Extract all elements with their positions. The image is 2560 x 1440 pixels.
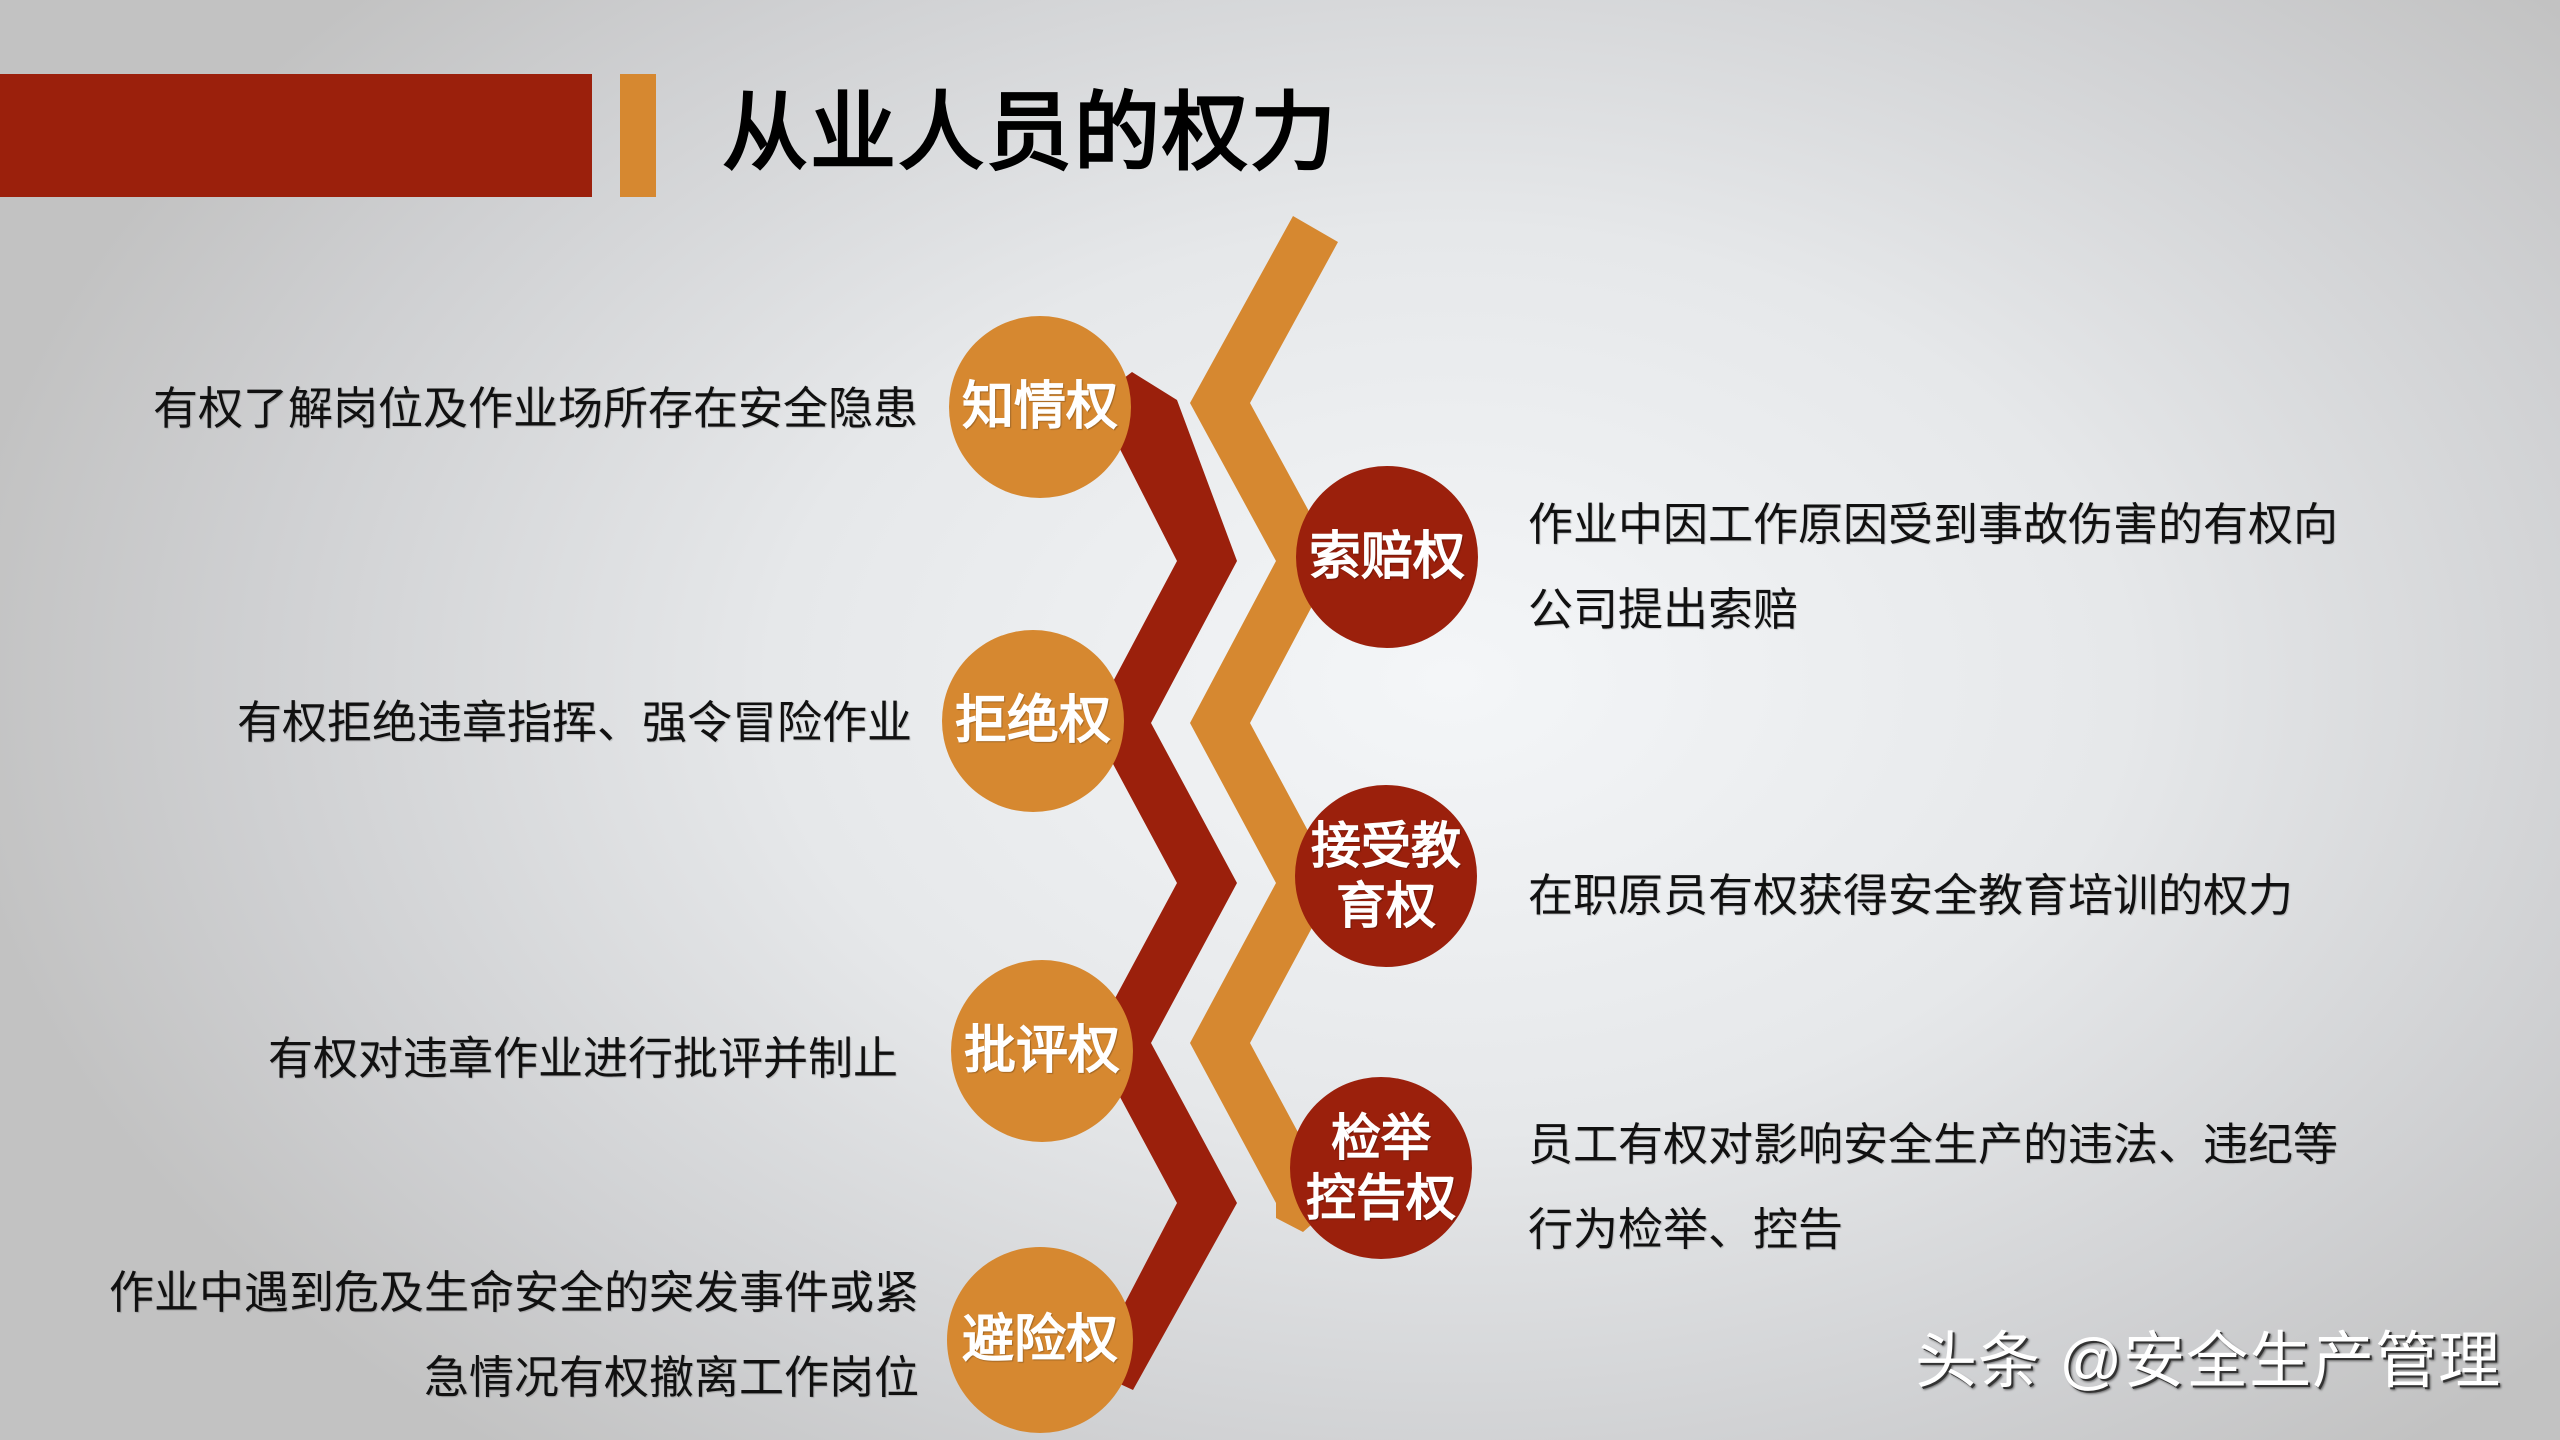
description-bixian: 作业中遇到危及生命安全的突发事件或紧 急情况有权撤离工作岗位 [108, 1267, 919, 1403]
right-label-zhiqing: 知情权 [961, 378, 1118, 436]
right-label-bixian: 避险权 [961, 1311, 1118, 1369]
description-piping: 有权对违章作业进行批评并制止 [267, 1033, 898, 1084]
circle-bixian [947, 1247, 1133, 1433]
circle-suopei [1296, 466, 1478, 648]
circle-zhiqing [949, 316, 1131, 498]
title-accent-bar-orange [620, 74, 656, 197]
description-jianju-konggao: 员工有权对影响安全生产的违法、违纪等 行为检举、控告 [1528, 1119, 2339, 1255]
description-jujue: 有权拒绝违章指挥、强令冒险作业 [236, 697, 912, 748]
red-zigzag-band [1090, 372, 1237, 1390]
orange-zigzag-band [1190, 216, 1338, 1232]
circle-jujue [942, 630, 1124, 812]
right-label-piping: 批评权 [963, 1022, 1120, 1080]
right-label-jieshou-jiaoyu: 接受教 育权 [1311, 818, 1461, 934]
circle-jieshou [1295, 785, 1477, 967]
watermark-text: 头条 @安全生产管理 [1915, 1327, 2502, 1396]
right-label-suopei: 索赔权 [1308, 528, 1465, 586]
description-zhiqing: 有权了解岗位及作业场所存在安全隐患 [152, 383, 918, 434]
page-title: 从业人员的权力 [722, 85, 1338, 181]
circle-piping [951, 960, 1133, 1142]
description-suopei: 作业中因工作原因受到事故伤害的有权向 公司提出索赔 [1528, 499, 2339, 635]
right-label-jianju-konggao: 检举 控告权 [1306, 1110, 1456, 1226]
title-accent-bar-red [0, 74, 592, 197]
circle-jianju [1290, 1077, 1472, 1259]
description-jieshou-jiaoyu: 在职原员有权获得安全教育培训的权力 [1528, 870, 2294, 921]
right-label-jujue: 拒绝权 [954, 692, 1111, 750]
